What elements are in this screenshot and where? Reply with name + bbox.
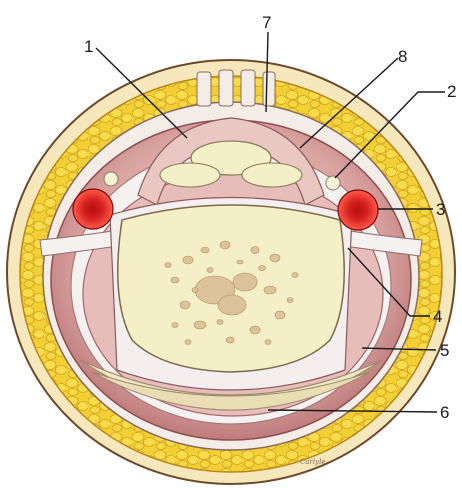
label-8: 8 [398,47,407,66]
label-4: 4 [433,307,442,326]
label-5: 5 [440,341,449,360]
vessel-right [338,190,378,230]
vessel-left [73,189,113,229]
label-6: 6 [440,403,449,422]
label-3: 3 [436,200,445,219]
label-7: 7 [262,13,271,32]
label-1: 1 [84,37,93,56]
nodule-left [104,172,118,186]
nodule-right [326,176,340,190]
canal-lumen [160,163,220,187]
label-2: 2 [447,82,456,101]
canal-lumen-right [242,163,302,187]
artist-signature: Carlyle [300,458,325,466]
